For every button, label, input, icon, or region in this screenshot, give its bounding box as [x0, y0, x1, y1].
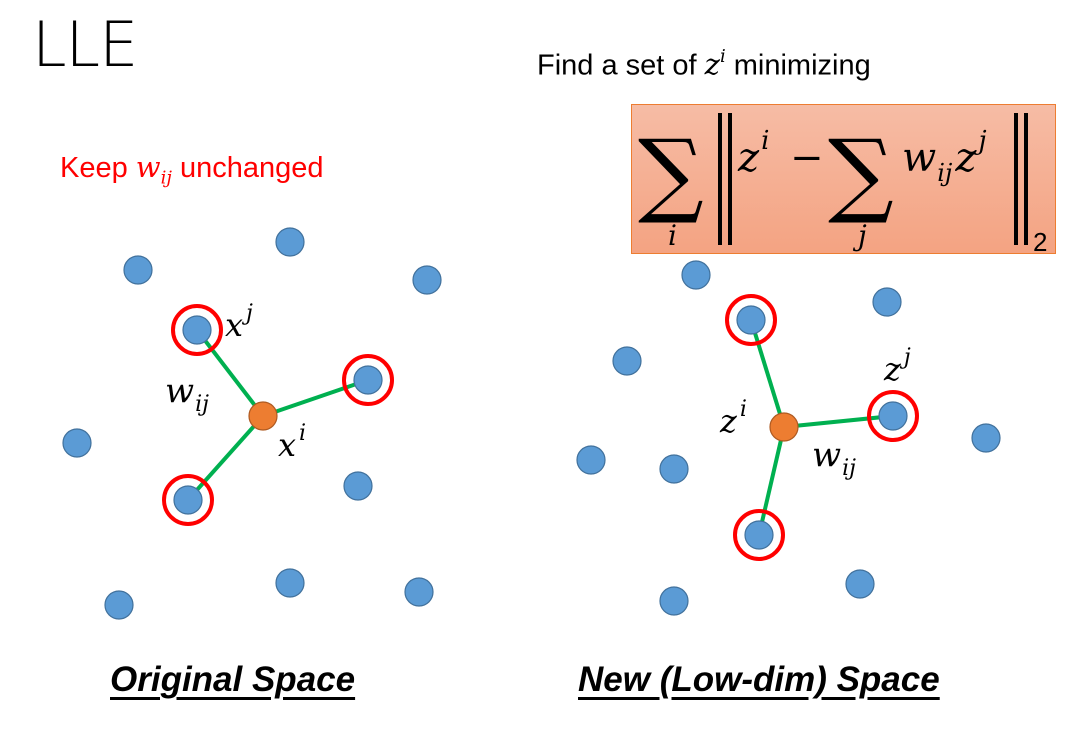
data-point: [576, 445, 606, 475]
constraint-prefix: Keep: [60, 152, 136, 184]
minus: −: [790, 135, 824, 181]
data-point: [123, 255, 153, 285]
label-wij: w: [812, 435, 841, 475]
data-point: [971, 423, 1001, 453]
label-zj: z: [883, 350, 902, 388]
constraint-text: Keep wij unchanged: [60, 150, 324, 188]
neighbor-point: [744, 520, 774, 550]
neighbor-point: [736, 305, 766, 335]
formula-weight-group: wijzj: [902, 126, 987, 187]
formula: ∑ i zi − ∑ j wijzj 2: [638, 113, 1047, 257]
neighbor-ring: [867, 390, 919, 442]
label-xi-sup: i: [299, 421, 306, 446]
neighbor-point: [878, 401, 908, 431]
neighbor-ring: [733, 509, 785, 561]
label-zi: z: [719, 402, 738, 440]
weight: w: [902, 135, 936, 181]
edge-xi-xj-top: [195, 328, 265, 418]
objective-prefix: Find a set of: [537, 49, 705, 82]
label-wij-group: wij: [812, 435, 856, 481]
objective-var: z: [704, 47, 720, 82]
edge-zi-zj-top: [749, 319, 786, 428]
term1: z: [737, 135, 760, 181]
edge-zi-zj-right: [783, 414, 894, 429]
neighbor-point: [173, 485, 203, 515]
label-wij-sub: ij: [842, 456, 856, 481]
edge-zi-zj-bottom: [757, 426, 786, 536]
label-wij-group: wij: [165, 371, 209, 417]
data-point: [404, 577, 434, 607]
data-point: [275, 227, 305, 257]
term1-sup: i: [761, 126, 769, 156]
center-point-zi: [769, 412, 799, 442]
data-point: [275, 568, 305, 598]
neighbor-ring: [162, 474, 214, 526]
slide-title: LLE: [32, 8, 138, 81]
objective-suffix: minimizing: [725, 49, 871, 82]
sum-inner: ∑: [828, 120, 894, 227]
label-wij: w: [165, 371, 194, 411]
data-point: [681, 260, 711, 290]
data-point: [104, 590, 134, 620]
data-point: [612, 346, 642, 376]
data-point: [412, 265, 442, 295]
objective-text: Find a set of zi minimizing: [537, 46, 871, 83]
label-wij-sub: ij: [195, 392, 209, 417]
sum-outer-index: i: [668, 219, 677, 252]
constraint-var: w: [135, 150, 161, 184]
neighbor-point: [182, 315, 212, 345]
neighbor-ring: [725, 294, 777, 346]
edge-xi-xj-right: [262, 378, 369, 418]
weight-sub: ij: [937, 159, 953, 187]
data-point: [872, 287, 902, 317]
label-zi-sup: i: [740, 397, 747, 422]
data-point: [845, 569, 875, 599]
formula-term1-group: zi: [737, 126, 769, 181]
neighbor-point: [353, 365, 383, 395]
data-point: [62, 428, 92, 458]
sum-outer: ∑: [638, 120, 704, 227]
constraint-var-sub: ij: [160, 167, 172, 189]
constraint-suffix: unchanged: [171, 152, 324, 184]
term2: z: [954, 135, 977, 181]
neighbor-ring: [342, 354, 394, 406]
objective-var-sup: i: [719, 46, 726, 67]
neighbor-ring: [171, 304, 223, 356]
caption-new-space: New (Low-dim) Space: [578, 660, 940, 699]
data-point: [659, 586, 689, 616]
label-xj: x: [225, 306, 243, 344]
label-xi: x: [278, 426, 296, 464]
data-point: [659, 454, 689, 484]
data-point: [343, 471, 373, 501]
formula-box: ∑ i zi − ∑ j wijzj 2: [631, 104, 1056, 257]
edge-xi-xj-bottom: [186, 414, 265, 502]
caption-original-space: Original Space: [110, 660, 356, 699]
center-point-xi: [248, 401, 278, 431]
norm-sub: 2: [1033, 227, 1047, 255]
